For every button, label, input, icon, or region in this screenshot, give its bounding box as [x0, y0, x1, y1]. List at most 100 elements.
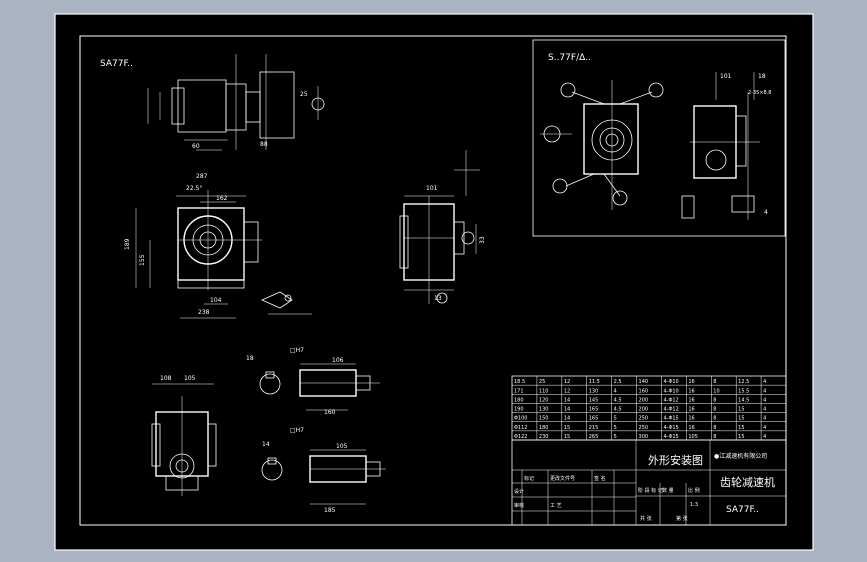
tb-sheet-total: 共 张: [640, 515, 652, 522]
table-cell: 4-Φ15: [663, 425, 678, 431]
table-cell: 16: [688, 397, 694, 403]
table-cell: 15: [738, 416, 744, 422]
keyway-label-a: □H7: [290, 347, 304, 354]
dim-22-5: 22.5°: [186, 185, 202, 192]
side-view: 101 13 33: [399, 150, 486, 304]
table-cell: 14: [564, 397, 570, 403]
inset-view-box: [532, 39, 786, 237]
table-cell: 140: [639, 379, 649, 385]
table-cell: 15: [564, 425, 570, 431]
table-cell: 8: [713, 407, 716, 413]
table-cell: 15: [738, 407, 744, 413]
inset-dim-101: 101: [720, 73, 732, 80]
inset-view: S..77F/Δ.. 101 18 2-35×8.8 4: [540, 53, 772, 220]
drawing-name: 外形安装图: [648, 453, 703, 467]
table-cell: 165: [589, 416, 599, 422]
table-cell: 180: [514, 397, 524, 403]
table-cell: 150: [539, 416, 549, 422]
dim-88: 88: [260, 141, 268, 148]
table-cell: 171: [514, 388, 524, 394]
table-cell: 4: [763, 434, 766, 440]
dim-189: 189: [124, 238, 131, 250]
keyway-label-b: □H7: [290, 427, 304, 434]
table-cell: 120: [539, 397, 549, 403]
dim-60: 60: [192, 143, 200, 150]
table-cell: 300: [639, 434, 649, 440]
inset-dim-18: 18: [758, 73, 766, 80]
table-cell: 25: [539, 379, 545, 385]
table-cell: 4-Φ10: [663, 379, 678, 385]
table-cell: 12: [564, 388, 570, 394]
title-block: 外形安装图 ●江减速机有限公司 齿轮减速机 SA77F.. 标记 更改文件号 签…: [511, 439, 787, 526]
table-cell: 5: [614, 425, 617, 431]
table-cell: 230: [539, 434, 549, 440]
tb-label-review: 审核: [514, 502, 524, 509]
company-name: ●江减速机有限公司: [714, 452, 767, 460]
dim-105: 105: [184, 375, 196, 382]
sheet-inner-frame: [79, 35, 787, 526]
table-cell: 16: [688, 388, 694, 394]
table-cell: 200: [639, 407, 649, 413]
table-cell: 4: [763, 397, 766, 403]
table-cell: 4-Φ12: [663, 397, 678, 403]
dim-14-b: 14: [262, 441, 270, 448]
bottom-left-view: 108 105: [151, 375, 217, 496]
table-cell: 190: [514, 407, 524, 413]
top-left-view: SA77F.. 60 88 25: [100, 54, 325, 151]
table-cell: 145: [589, 397, 599, 403]
dim-155: 155: [139, 254, 146, 266]
table-cell: 4-Φ10: [663, 388, 678, 394]
shaft-detail-upper: □H7 106 160 18: [246, 347, 380, 416]
table-cell: 130: [589, 388, 599, 394]
tb-sheet-no: 第 张: [676, 515, 688, 522]
dim-104: 104: [210, 297, 222, 304]
dim-105-b: 105: [336, 443, 348, 450]
tb-meta-stage: 阶 段 标 记: [638, 487, 663, 494]
tb-label-count: 更改文件号: [550, 475, 575, 482]
table-cell: 250: [639, 425, 649, 431]
dim-108: 108: [160, 375, 172, 382]
tb-meta-qty: 数 量: [662, 487, 674, 494]
table-cell: 265: [589, 434, 599, 440]
dim-287: 287: [196, 173, 208, 180]
inset-view-label: S..77F/Δ..: [548, 53, 591, 63]
tb-label-mark: 标记: [524, 475, 534, 482]
table-cell: 200: [639, 397, 649, 403]
table-cell: 5: [614, 434, 617, 440]
table-cell: 15.5: [738, 388, 749, 394]
table-cell: 4.5: [614, 407, 622, 413]
tb-meta-scale: 比 例: [688, 487, 700, 494]
table-cell: 16: [688, 407, 694, 413]
table-cell: 16: [688, 379, 694, 385]
product-name: 齿轮减速机: [720, 475, 775, 489]
table-cell: 4-Φ12: [663, 407, 678, 413]
dim-185: 185: [324, 507, 336, 514]
dim-d: 13: [434, 295, 442, 302]
table-cell: 4: [763, 416, 766, 422]
dim-101: 101: [426, 185, 438, 192]
inset-dim-thread: 2-35×8.8: [748, 90, 772, 96]
table-cell: 4: [763, 407, 766, 413]
shaft-detail-lower: □H7 105 185 14: [261, 427, 386, 514]
table-cell: 2.5: [614, 379, 622, 385]
table-cell: 4: [763, 425, 766, 431]
table-cell: 8: [713, 434, 716, 440]
table-cell: 12: [564, 379, 570, 385]
tb-label-sign: 签 名: [594, 475, 606, 482]
table-cell: 180: [539, 425, 549, 431]
dim-162: 162: [216, 195, 228, 202]
table-cell: 130: [539, 407, 549, 413]
table-cell: 4: [763, 379, 766, 385]
table-cell: 14: [564, 416, 570, 422]
tb-scale-value: 1:3: [690, 502, 698, 508]
table-cell: 11.5: [589, 379, 600, 385]
tb-label-design: 设计: [514, 488, 524, 495]
table-cell: 160: [639, 388, 649, 394]
table-cell: 4-Φ15: [663, 416, 678, 422]
dim-106: 106: [332, 357, 344, 364]
table-cell: 105: [688, 434, 698, 440]
table-cell: 15: [738, 434, 744, 440]
table-cell: 8: [713, 379, 716, 385]
